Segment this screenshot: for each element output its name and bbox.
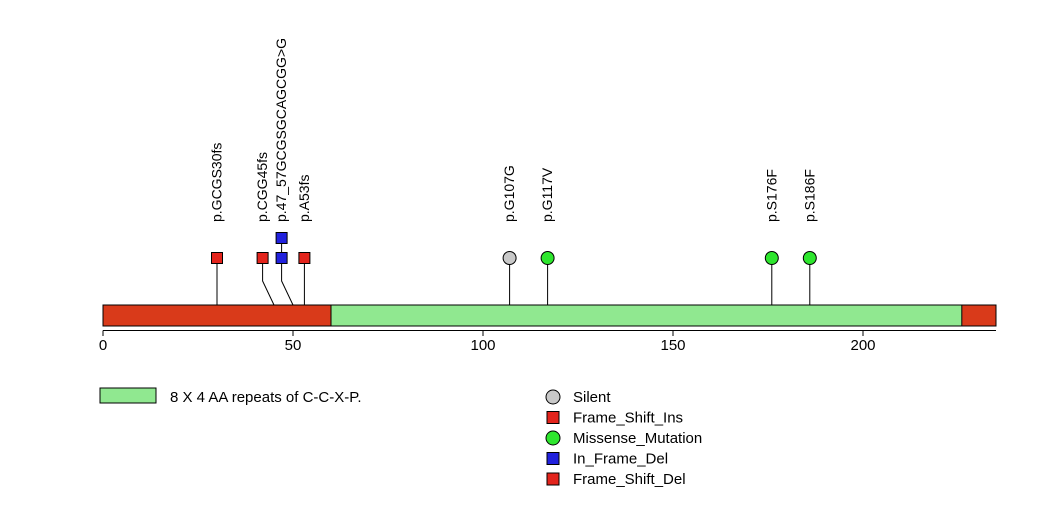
mutation-marker-frame_shift_ins — [211, 252, 223, 264]
mutation-marker-missense_mutation — [764, 251, 779, 265]
mutation-label: p.47_57GCGSGCAGCGG>G — [273, 38, 289, 222]
legend-label: Frame_Shift_Del — [573, 471, 686, 488]
legend-label: Frame_Shift_Ins — [573, 410, 683, 427]
mutation-label: p.G117V — [539, 167, 555, 222]
x-axis-tick-label: 150 — [660, 337, 685, 354]
legend-swatch-missense_mutation — [545, 430, 561, 446]
x-axis-tick-label: 100 — [470, 337, 495, 354]
mutation-marker-frame_shift_ins — [256, 252, 269, 264]
mutation-label: p.A53fs — [296, 175, 312, 222]
mutation-label: p.CGG45fs — [254, 152, 270, 222]
x-axis-tick-label: 50 — [285, 337, 302, 354]
lollipop-stem — [262, 258, 275, 306]
legend-swatch-in_frame_del — [546, 452, 560, 465]
mutation-marker-missense_mutation — [540, 251, 555, 265]
legend-swatch-silent — [545, 389, 561, 405]
domain-legend-swatch — [99, 387, 157, 404]
mutation-label: p.GCGS30fs — [209, 143, 225, 222]
legend-label: Missense_Mutation — [573, 430, 702, 447]
mutation-marker-silent — [502, 251, 517, 265]
mutation-label: p.S176F — [763, 169, 779, 222]
domain-legend-label: 8 X 4 AA repeats of C-C-X-P. — [170, 389, 361, 406]
legend-swatch-frame_shift_ins — [546, 411, 560, 424]
mutation-marker-missense_mutation — [802, 251, 817, 265]
legend-label: Silent — [573, 389, 611, 406]
repeat-domain-region — [330, 304, 963, 327]
x-axis-tick-label: 200 — [850, 337, 875, 354]
mutation-label: p.S186F — [801, 169, 817, 222]
mutation-marker-in_frame_del — [275, 232, 288, 244]
legend-label: In_Frame_Del — [573, 451, 668, 468]
mutation-marker-in_frame_del — [275, 252, 288, 264]
lollipop-stem — [281, 238, 294, 306]
legend-swatch-frame_shift_del — [546, 472, 560, 486]
x-axis-tick-label: 0 — [99, 337, 107, 354]
mutation-label: p.G107G — [501, 165, 517, 222]
mutation-marker-frame_shift_del — [298, 252, 311, 264]
